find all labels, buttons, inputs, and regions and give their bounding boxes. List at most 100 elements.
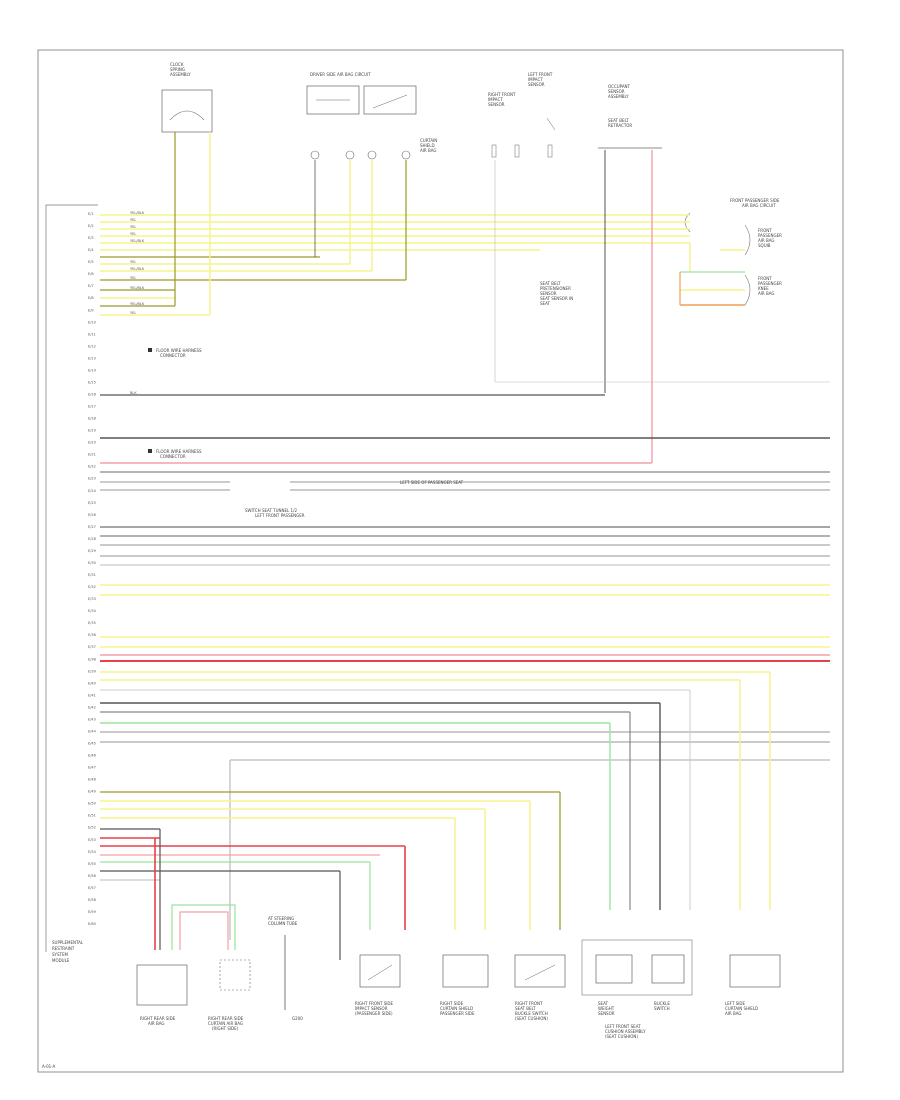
connector-pin: E/5 <box>88 260 94 264</box>
svg-text:(SEAT CUSHION): (SEAT CUSHION) <box>515 1016 548 1021</box>
connector-pin: E/12 <box>88 344 96 348</box>
module-bracket <box>45 204 98 952</box>
svg-text:SEAT: SEAT <box>598 1001 608 1006</box>
bottom-comp-front-impact: RIGHT FRONT SIDE IMPACT SENSOR (PASSENGE… <box>355 954 401 1016</box>
connector-pin: E/3 <box>88 236 94 240</box>
svg-text:SENSOR: SENSOR <box>528 82 545 87</box>
wire-black-395-label: BLK <box>130 391 137 395</box>
connector-pin: E/49 <box>88 790 96 794</box>
connector-pin: E/25 <box>88 501 96 505</box>
connector-pin: E/39 <box>88 669 96 673</box>
connector-pin: E/7 <box>88 284 94 288</box>
connector-pin: E/9 <box>88 308 94 312</box>
svg-text:LEFT SIDE: LEFT SIDE <box>725 1001 746 1006</box>
bottom-comp-rear-impact: RIGHT SIDE CURTAIN SHIELD PASSENGER SIDE <box>440 954 489 1016</box>
bottom-wire-bundle <box>100 791 561 960</box>
connector-pin: E/59 <box>88 910 96 914</box>
connector-pin: E/38 <box>88 657 96 661</box>
connector-pin: E/40 <box>88 681 96 685</box>
connector-pin: E/47 <box>88 766 96 770</box>
svg-text:CUSHION ASSEMBLY: CUSHION ASSEMBLY <box>605 1029 646 1034</box>
svg-text:RIGHT FRONT: RIGHT FRONT <box>515 1001 543 1006</box>
svg-text:BUCKLE SWITCH: BUCKLE SWITCH <box>515 1011 548 1016</box>
svg-text:AIR BAG: AIR BAG <box>725 1011 741 1016</box>
passenger-circuit: FRONT PASSENGER SIDE AIR BAG CIRCUIT FRO… <box>684 198 782 306</box>
svg-text:AIR BAG CIRCUIT: AIR BAG CIRCUIT <box>742 203 776 208</box>
svg-text:SQUIB: SQUIB <box>758 243 771 248</box>
svg-text:SENSOR: SENSOR <box>540 291 557 296</box>
connector-pin: E/33 <box>88 597 96 601</box>
svg-text:YEL/BLK: YEL/BLK <box>130 267 145 271</box>
connector-pin: E/2 <box>88 224 94 228</box>
svg-text:PASSENGER SIDE: PASSENGER SIDE <box>440 1011 475 1016</box>
svg-text:COLUMN TUBE: COLUMN TUBE <box>268 921 298 926</box>
connector-pin: E/8 <box>88 296 94 300</box>
center-switch-note: SWITCH SEAT TUNNEL 1/2 LEFT FRONT PASSEN… <box>245 480 464 518</box>
svg-text:SEAT BELT: SEAT BELT <box>540 281 561 286</box>
top-wire-bundle <box>100 132 745 316</box>
page-label: A-01-A <box>42 1064 56 1069</box>
connector-pin: E/10 <box>88 320 96 324</box>
svg-text:CONNECTOR: CONNECTOR <box>160 454 186 459</box>
bottom-comp-left-side: LEFT SIDE CURTAIN SHIELD AIR BAG <box>725 954 781 1016</box>
svg-text:SPRING: SPRING <box>170 67 185 72</box>
svg-text:KNEE: KNEE <box>758 286 769 291</box>
connector-pin: E/32 <box>88 585 96 589</box>
bottom-note: LEFT FRONT SEAT CUSHION ASSEMBLY (SEAT C… <box>605 1024 646 1039</box>
svg-text:YEL/BLK: YEL/BLK <box>130 211 145 215</box>
connector-pin-labels: E/1E/2E/3E/4E/5E/6E/7E/8E/9E/10E/11E/12E… <box>88 212 97 926</box>
svg-text:YEL: YEL <box>130 232 136 236</box>
driver-airbag: DRIVER SIDE AIR BAG CIRCUIT CURTAIN SHIE… <box>306 72 437 160</box>
svg-text:SEAT SENSOR IN: SEAT SENSOR IN <box>540 296 573 301</box>
svg-text:CLOCK: CLOCK <box>170 62 184 67</box>
svg-text:IMPACT: IMPACT <box>528 77 543 82</box>
svg-text:(SEAT CUSHION): (SEAT CUSHION) <box>605 1034 638 1039</box>
svg-text:YEL/BLK: YEL/BLK <box>130 302 145 306</box>
svg-text:FRONT: FRONT <box>758 228 772 233</box>
svg-text:G200: G200 <box>292 1016 303 1021</box>
connector-pin: E/56 <box>88 874 96 878</box>
bottom-comp-rear-curtain: RIGHT REAR SIDE CURTAIN AIR BAG (RIGHT S… <box>208 959 251 1031</box>
diagram-frame <box>37 49 844 1073</box>
svg-text:DRIVER SIDE AIR BAG CIRCUIT: DRIVER SIDE AIR BAG CIRCUIT <box>310 72 371 77</box>
connector-pin: E/4 <box>88 248 94 252</box>
connector-pin: E/29 <box>88 549 96 553</box>
svg-text:(RIGHT SIDE): (RIGHT SIDE) <box>212 1026 239 1031</box>
svg-text:YEL/BLK: YEL/BLK <box>130 239 145 243</box>
bottom-comp-front-door: RIGHT FRONT SEAT BELT BUCKLE SWITCH (SEA… <box>514 954 566 1021</box>
svg-text:CURTAIN AIR BAG: CURTAIN AIR BAG <box>208 1021 243 1026</box>
connector-pin: E/34 <box>88 609 97 613</box>
connector-pin: E/51 <box>88 814 96 818</box>
svg-text:PASSENGER: PASSENGER <box>758 233 782 238</box>
front-impact-sensors: RIGHT FRONT IMPACT SENSOR LEFT FRONT IMP… <box>488 72 556 158</box>
svg-text:OCCUPANT: OCCUPANT <box>608 84 631 89</box>
connector-pin: E/24 <box>88 489 97 493</box>
svg-text:CONNECTOR: CONNECTOR <box>160 353 186 358</box>
top-wire-labels: YEL/BLK YEL YEL YEL YEL/BLK YEL YEL/BLK … <box>130 211 145 315</box>
connector-pin: E/16 <box>88 393 96 397</box>
module-label-2: RESTRAINT <box>52 946 75 951</box>
connector-pin: E/13 <box>88 356 96 360</box>
svg-text:FRONT: FRONT <box>758 276 772 281</box>
note-floor-harness-1: FLOOR WIRE HARNESS CONNECTOR <box>148 348 202 358</box>
svg-text:BUCKLE: BUCKLE <box>654 1001 670 1006</box>
connector-pin: E/60 <box>88 922 96 926</box>
connector-pin: E/53 <box>88 838 96 842</box>
connector-pin: E/20 <box>88 441 96 445</box>
svg-text:LEFT FRONT SEAT: LEFT FRONT SEAT <box>605 1024 641 1029</box>
connector-pin: E/46 <box>88 754 96 758</box>
connector-pin: E/36 <box>88 633 96 637</box>
connector-pin: E/44 <box>88 730 97 734</box>
gray-wire-bundle <box>100 526 830 566</box>
connector-pin: E/35 <box>88 621 96 625</box>
svg-text:RETRACTOR: RETRACTOR <box>608 123 632 128</box>
svg-text:AIR BAG: AIR BAG <box>420 148 436 153</box>
svg-text:RIGHT FRONT SIDE: RIGHT FRONT SIDE <box>355 1001 394 1006</box>
connector-pin: E/6 <box>88 272 94 276</box>
svg-text:LEFT FRONT: LEFT FRONT <box>528 72 553 77</box>
svg-text:AIR BAG: AIR BAG <box>758 291 774 296</box>
svg-text:PRETENSIONER: PRETENSIONER <box>540 286 571 291</box>
svg-text:SWITCH SEAT TUNNEL 1/2: SWITCH SEAT TUNNEL 1/2 <box>245 508 297 513</box>
bottom-comp-ground: AT STEERING COLUMN TUBE G200 <box>268 916 303 1021</box>
svg-text:IMPACT SENSOR: IMPACT SENSOR <box>355 1006 388 1011</box>
